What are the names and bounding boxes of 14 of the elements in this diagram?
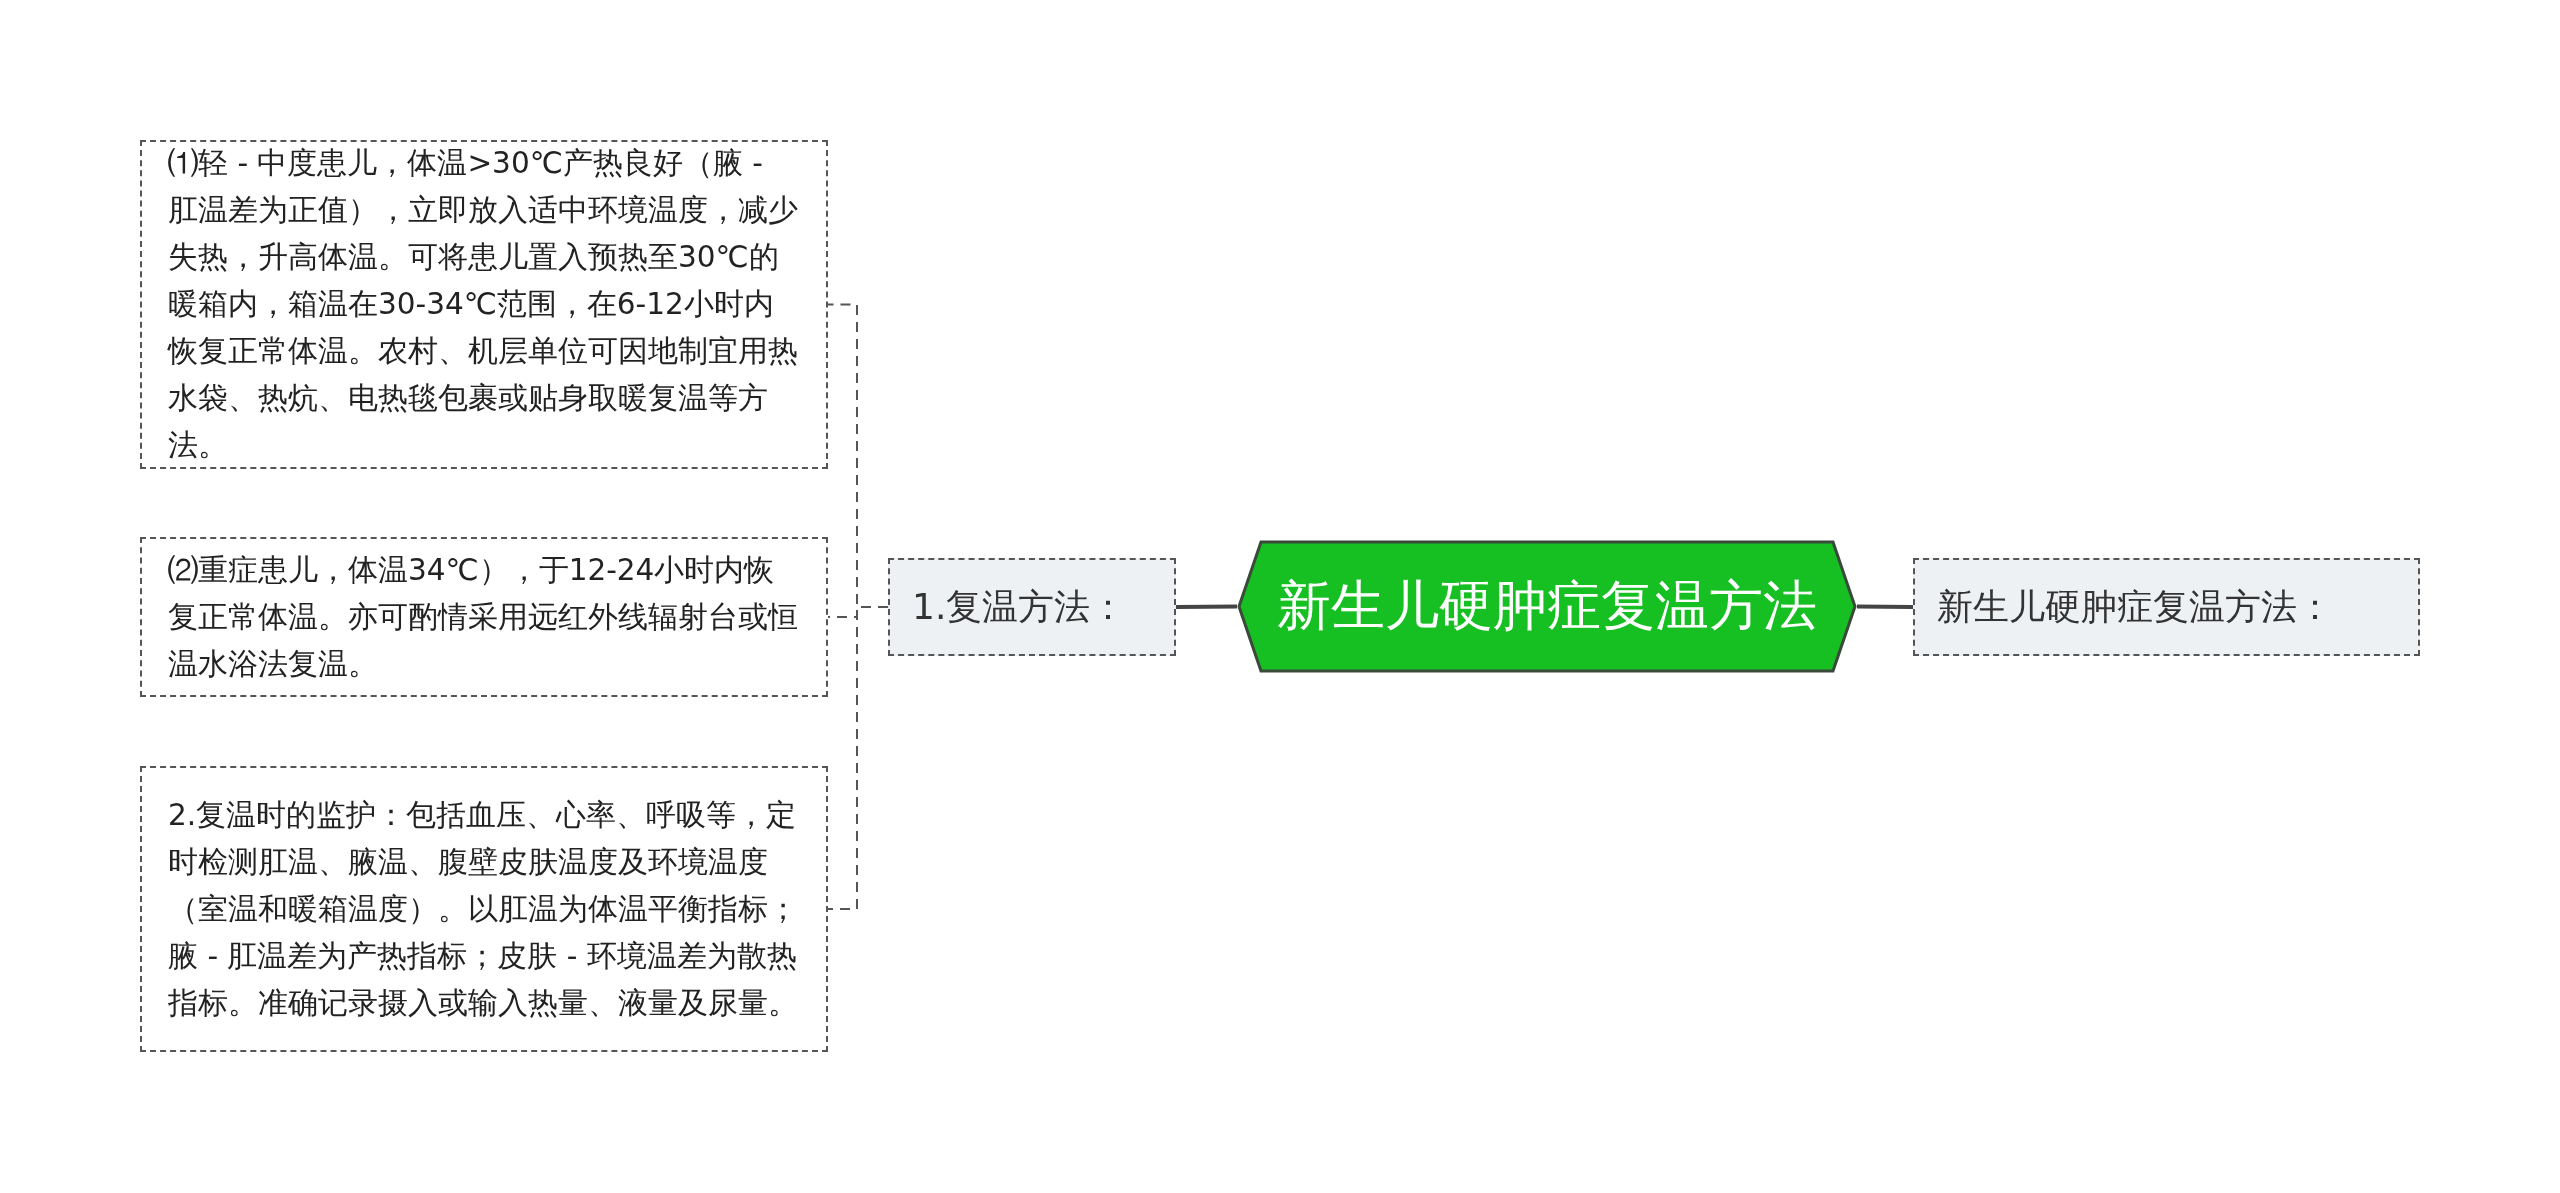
connector-line [1856,604,1914,609]
topic-title: 新生儿硬肿症复温方法 [1277,573,1817,639]
note-box [140,766,828,1052]
topic-hexagon [1237,540,1857,673]
connector-line [1176,604,1237,609]
topic-label: 1.复温方法： [912,584,1127,629]
note-text: ⑴轻 - 中度患儿，体温>30℃产热良好（腋 - 肛温差为正值），立即放入适中环境温度，减少失热，升高体温。可将患儿置入预热至30℃的暖箱内，箱温在30-34℃范围，在6-12小时内恢复正常体温。农村、机层单位可因地制宜用热水袋、热炕、电热毯包裹或贴身取暖复温等方法。 [168,145,799,464]
topic-box [888,558,1176,656]
connector-line [827,606,889,910]
topic-box [1913,558,2420,656]
note-text: ⑵重症患儿，体温34℃），于12-24小时内恢复正常体温。亦可酌情采用远红外线辐射台或恒温水浴法复温。 [168,551,799,683]
note-box [140,537,828,697]
note-text: 2.复温时的监护：包括血压、心率、呼吸等，定时检测肛温、腋温、腹壁皮肤温度及环境温度（室温和暖箱温度）。以肛温为体温平衡指标；腋 - 肛温差为产热指标；皮肤 - 环境温差为散热指标。准确记录摄入或输入热量、液量及尿量。 [168,796,799,1022]
topic-label: 新生儿硬肿症复温方法： [1937,584,2333,629]
